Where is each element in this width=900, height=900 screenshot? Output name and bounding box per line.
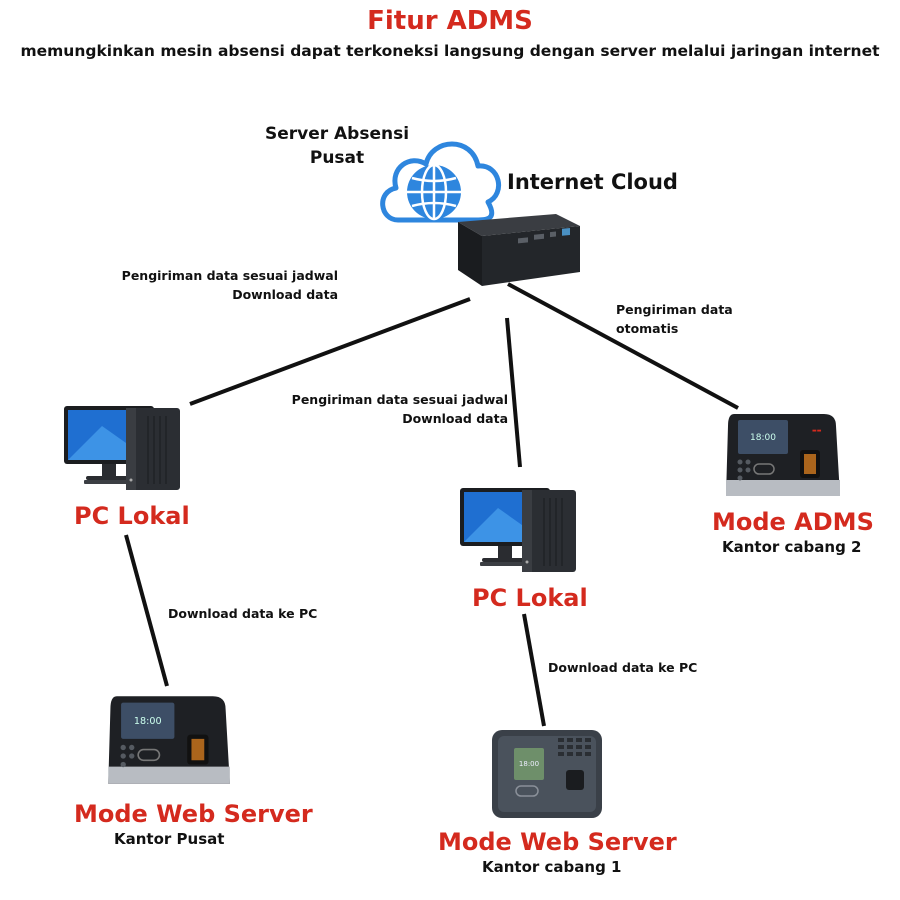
- edge-label-center: Pengiriman data sesuai jadwal Download d…: [290, 390, 508, 428]
- server-label-line1: Server Absensi: [264, 124, 410, 144]
- web-left-screen-clock: 18:00: [134, 716, 162, 727]
- adms-sublabel: Kantor cabang 2: [722, 538, 862, 556]
- edge-label-left-line2: Download data: [232, 287, 338, 302]
- diagram-subtitle: memungkinkan mesin absensi dapat terkone…: [20, 42, 880, 60]
- edge-server-pc-center: [505, 317, 522, 468]
- pc-center-label: PC Lokal: [472, 584, 588, 612]
- edge-pc-left-web-left: [124, 534, 169, 687]
- cloud-globe-icon: [380, 141, 501, 223]
- web-center-screen-clock: 18:00: [519, 760, 539, 768]
- edge-label-center-down: Download data ke PC: [548, 660, 698, 675]
- web-center-sublabel: Kantor cabang 1: [482, 858, 622, 876]
- web-left-label: Mode Web Server: [74, 800, 313, 828]
- svg-text:▬▬: ▬▬: [812, 428, 822, 434]
- internet-cloud-label: Internet Cloud: [507, 170, 678, 194]
- adms-screen-clock: 18:00: [750, 433, 776, 443]
- mini-pc-server-icon: [458, 214, 580, 286]
- web-center-label: Mode Web Server: [438, 828, 677, 856]
- edge-label-center-line1: Pengiriman data sesuai jadwal: [291, 392, 508, 407]
- pc-left-label: PC Lokal: [74, 502, 190, 530]
- face-attendance-device-adms-icon: 18:00 ▬▬: [726, 414, 840, 496]
- edge-label-left: Pengiriman data sesuai jadwal Download d…: [120, 266, 338, 304]
- edge-label-right: Pengiriman data otomatis: [616, 300, 733, 338]
- diagram-title: Fitur ADMS: [367, 6, 533, 36]
- edge-server-pc-left: [189, 297, 471, 406]
- web-left-sublabel: Kantor Pusat: [114, 830, 225, 848]
- edge-label-center-line2: Download data: [402, 411, 508, 426]
- server-label: Server Absensi Pusat: [262, 122, 412, 170]
- edge-label-right-line2: otomatis: [616, 321, 679, 336]
- edge-server-adms: [507, 282, 739, 410]
- face-attendance-device-web-left-icon: 18:00: [108, 696, 230, 784]
- edge-label-left-down: Download data ke PC: [168, 606, 318, 621]
- edge-pc-center-web-center: [522, 613, 546, 727]
- adms-label: Mode ADMS: [712, 508, 874, 536]
- edge-label-left-line1: Pengiriman data sesuai jadwal: [121, 268, 338, 283]
- keypad-attendance-device-web-center-icon: 18:00: [492, 730, 602, 818]
- desktop-pc-left-icon: [64, 406, 180, 490]
- server-label-line2: Pusat: [309, 148, 365, 168]
- edge-label-right-line1: Pengiriman data: [616, 302, 733, 317]
- desktop-pc-center-icon: [460, 488, 576, 572]
